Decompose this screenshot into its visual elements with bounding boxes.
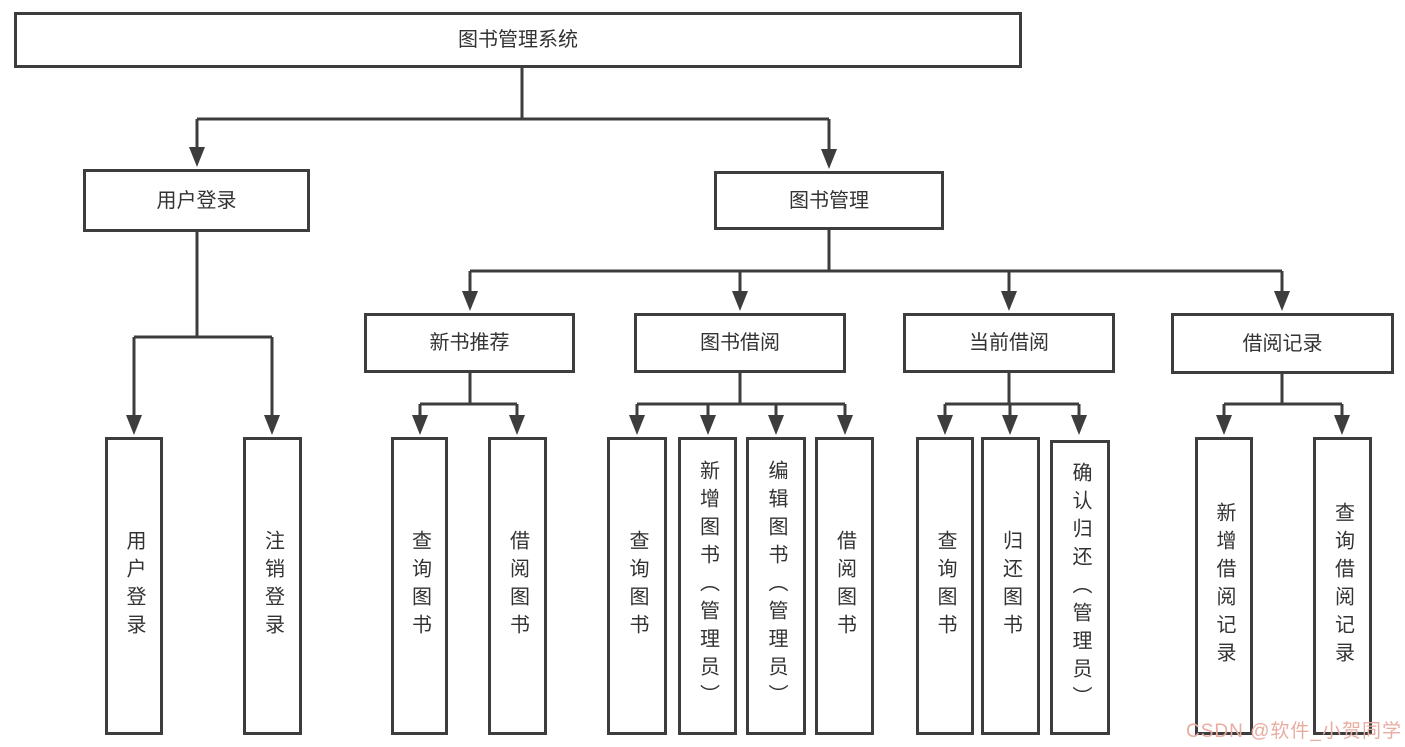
arrowhead-br-leaf-2 <box>1334 415 1350 435</box>
node-current-borrow: 当前借阅 <box>903 313 1115 373</box>
connector-user-login-children <box>132 232 274 417</box>
arrowhead-new-book-rec <box>462 291 478 311</box>
leaf-cb-return-books-label: 归还图书 <box>999 530 1022 642</box>
arrowhead-cb-leaf-3 <box>1071 415 1087 435</box>
arrowhead-book-mgmt <box>821 149 837 169</box>
leaf-cb-query-books: 查询图书 <box>916 437 974 735</box>
leaf-cb-confirm-return-admin-label: 确认归还（管理员） <box>1069 461 1091 714</box>
arrowhead-nr-leaf-1 <box>412 415 428 435</box>
leaf-bb-borrow-books-label: 借阅图书 <box>833 530 856 642</box>
arrowhead-book-borrow <box>732 291 748 311</box>
leaf-nr-query-books: 查询图书 <box>391 437 448 735</box>
arrowhead-bb-leaf-1 <box>629 415 645 435</box>
connector-borrow-records-children <box>1222 373 1344 417</box>
leaf-bb-add-books-admin: 新增图书（管理员） <box>678 437 737 735</box>
node-user-login-label: 用户登录 <box>156 189 237 212</box>
arrowhead-current-borrow <box>1001 291 1017 311</box>
leaf-bb-query-books: 查询图书 <box>607 437 667 735</box>
arrowhead-nr-leaf-2 <box>509 415 525 435</box>
connector-book-borrow-children <box>635 373 847 417</box>
arrowhead-cb-leaf-2 <box>1002 415 1018 435</box>
node-borrow-records: 借阅记录 <box>1171 313 1394 374</box>
arrowhead-user-login <box>189 147 205 167</box>
leaf-nr-borrow-books-label: 借阅图书 <box>506 530 529 642</box>
connector-new-book-rec-children <box>418 373 519 417</box>
arrowhead-bb-leaf-4 <box>837 415 853 435</box>
connector-current-borrow-children <box>943 373 1081 417</box>
leaf-user-login-label: 用户登录 <box>123 530 145 642</box>
leaf-cb-confirm-return-admin: 确认归还（管理员） <box>1050 440 1110 735</box>
node-book-borrow-label: 图书借阅 <box>700 332 780 354</box>
leaf-br-query-record: 查询借阅记录 <box>1313 437 1372 735</box>
leaf-bb-edit-books-admin: 编辑图书（管理员） <box>746 437 806 735</box>
node-borrow-records-label: 借阅记录 <box>1242 332 1323 355</box>
leaf-nr-query-books-label: 查询图书 <box>408 530 431 642</box>
arrowhead-logout-leaf <box>264 415 280 435</box>
leaf-user-login: 用户登录 <box>105 437 163 735</box>
leaf-cb-return-books: 归还图书 <box>981 437 1040 735</box>
arrowhead-bb-leaf-2 <box>700 415 716 435</box>
node-new-book-recommend: 新书推荐 <box>364 313 575 373</box>
node-root-library-system: 图书管理系统 <box>14 12 1022 68</box>
node-book-management-label: 图书管理 <box>789 189 869 212</box>
leaf-br-add-record-label: 新增借阅记录 <box>1213 502 1235 670</box>
arrowhead-cb-leaf-1 <box>937 415 953 435</box>
leaf-nr-borrow-books: 借阅图书 <box>488 437 547 735</box>
leaf-bb-edit-books-admin-label: 编辑图书（管理员） <box>765 460 787 712</box>
node-book-borrow: 图书借阅 <box>634 313 846 373</box>
leaf-bb-borrow-books: 借阅图书 <box>815 437 874 735</box>
arrowhead-login-leaf <box>126 415 142 435</box>
arrowhead-borrow-records <box>1274 291 1290 311</box>
node-new-book-recommend-label: 新书推荐 <box>429 332 510 354</box>
leaf-bb-query-books-label: 查询图书 <box>626 530 648 642</box>
connector-root-to-level2 <box>195 68 831 151</box>
arrowhead-br-leaf-1 <box>1216 415 1232 435</box>
node-root-label: 图书管理系统 <box>458 29 578 51</box>
leaf-cb-query-books-label: 查询图书 <box>934 530 956 642</box>
connector-book-mgmt-children <box>468 230 1284 293</box>
leaf-br-query-record-label: 查询借阅记录 <box>1331 502 1354 670</box>
leaf-logout: 注销登录 <box>243 437 302 735</box>
node-book-management: 图书管理 <box>714 171 944 230</box>
leaf-logout-label: 注销登录 <box>261 530 284 642</box>
csdn-watermark: CSDN @软件_小贺同学 <box>1186 721 1402 742</box>
arrowhead-bb-leaf-3 <box>768 415 784 435</box>
leaf-bb-add-books-admin-label: 新增图书（管理员） <box>696 460 719 712</box>
node-user-login: 用户登录 <box>83 169 310 232</box>
leaf-br-add-record: 新增借阅记录 <box>1195 437 1253 735</box>
node-current-borrow-label: 当前借阅 <box>969 332 1049 354</box>
